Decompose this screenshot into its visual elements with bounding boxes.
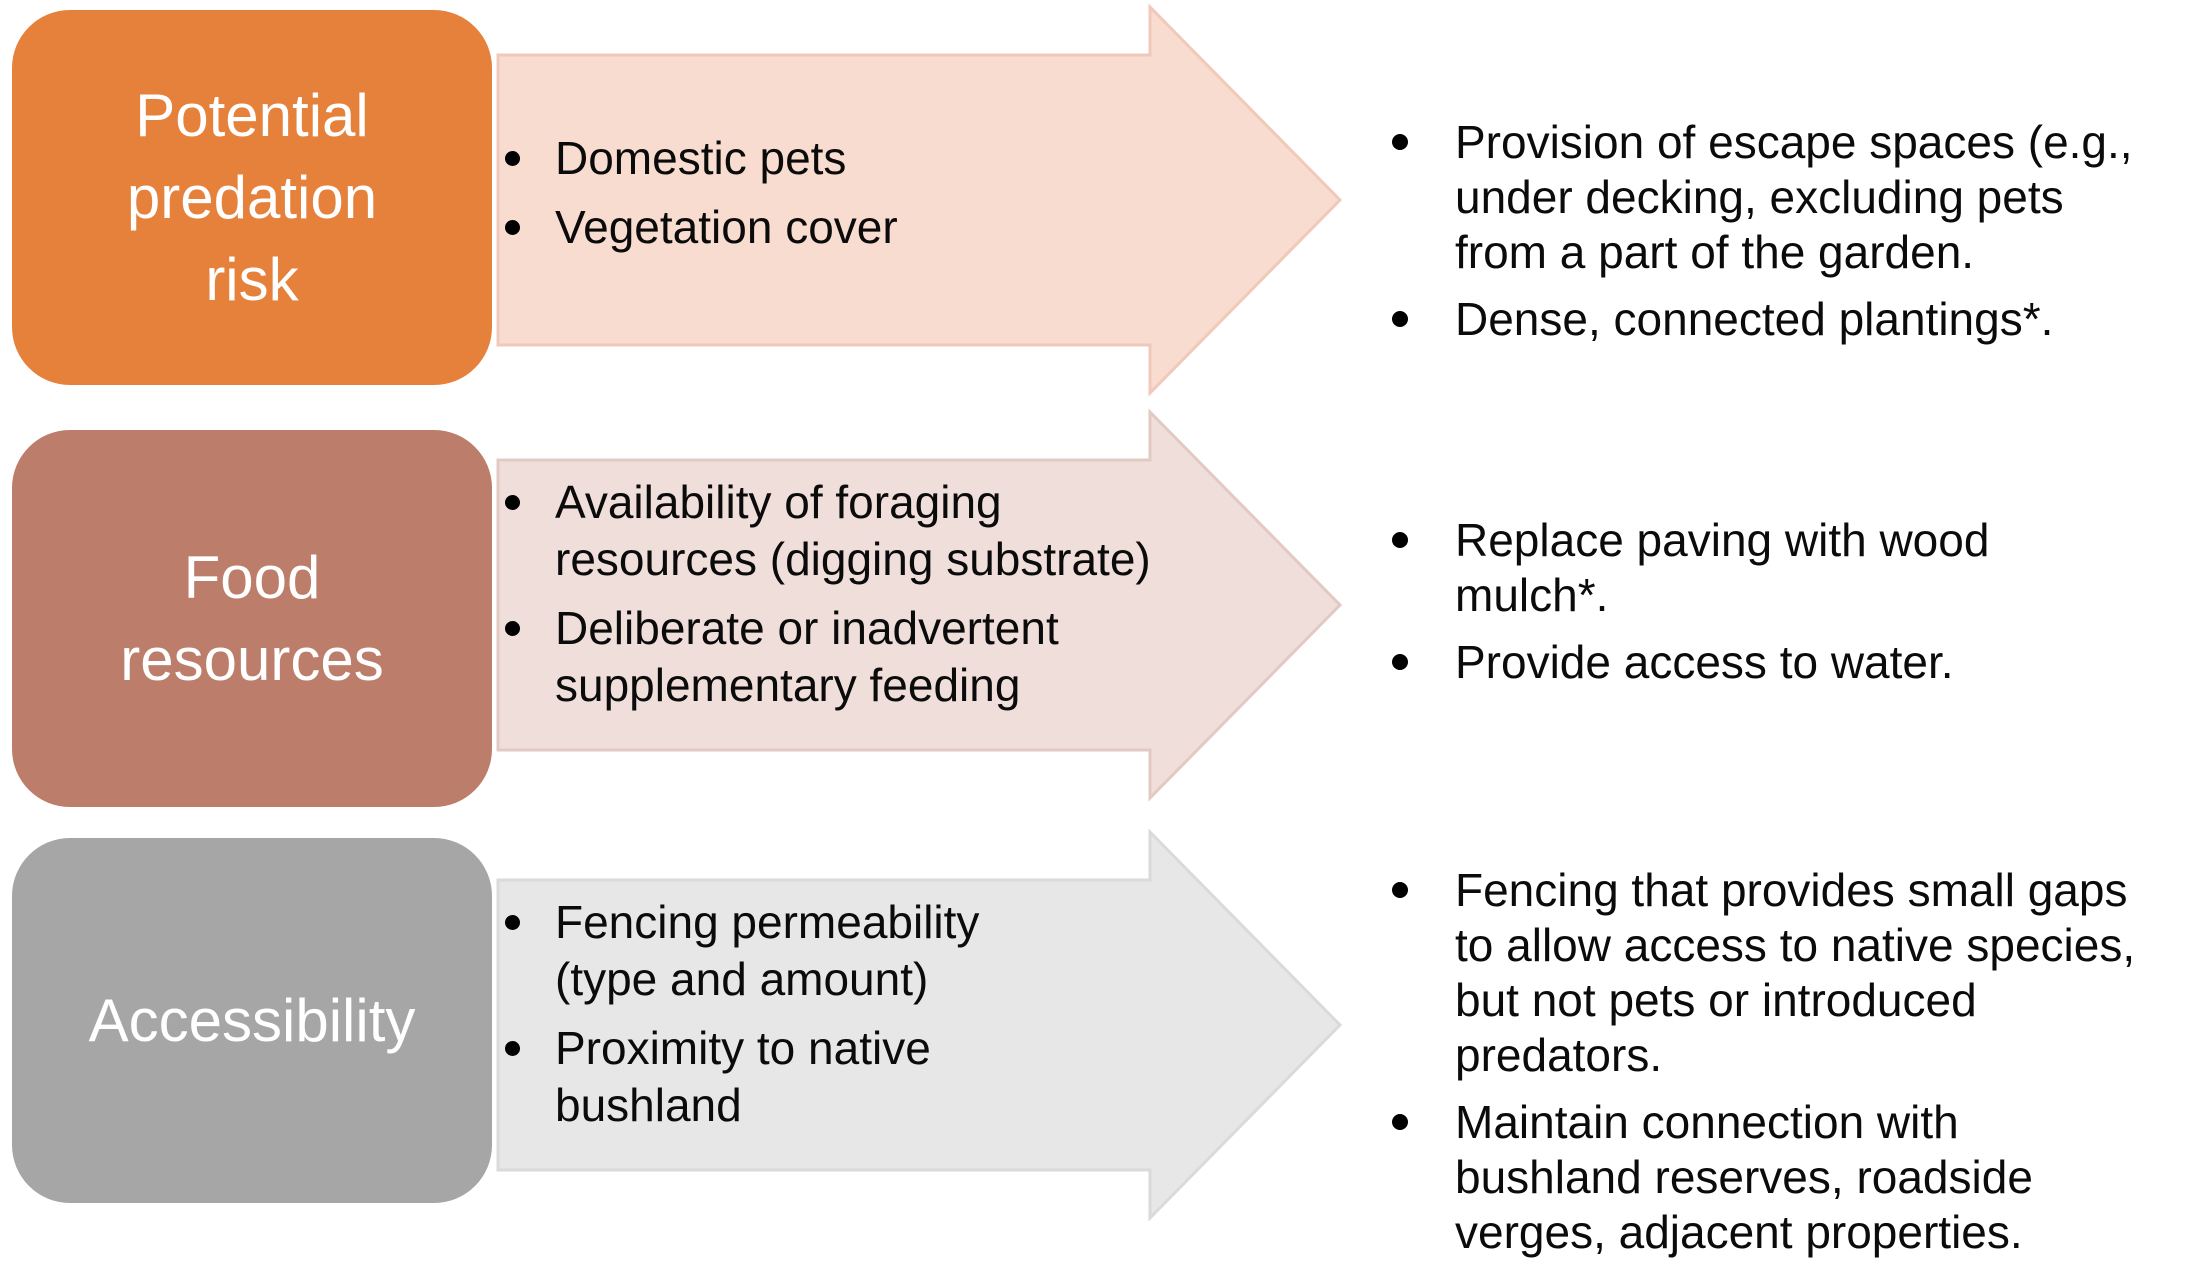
factor-item: Deliberate or inadvertent supplementary … [505,600,1165,714]
category-box-predation-risk: Potential predation risk [12,10,492,385]
category-label-accessibility: Accessibility [88,986,416,1054]
action-text: Replace paving with wood mulch*. [1455,514,1990,621]
bullet-dot [505,220,520,235]
bullet-dot [505,915,520,930]
factor-item: Availability of foraging resources (digg… [505,474,1165,588]
action-item: Fencing that provides small gaps to allo… [1392,863,2192,1083]
action-item: Maintain connection with bushland reserv… [1392,1095,2192,1260]
factor-item: Fencing permeability (type and amount) [505,894,1165,1008]
factor-text: Domestic pets [555,132,847,184]
factor-arrow-accessibility [496,828,1343,1222]
factor-list-predation-risk: Domestic pets Vegetation cover [505,130,1165,256]
bullet-dot [1392,134,1408,150]
bullet-dot [505,1041,520,1056]
action-list-accessibility: Fencing that provides small gaps to allo… [1392,863,2192,1260]
bullet-dot [505,621,520,636]
factor-text: Deliberate or inadvertent supplementary … [555,602,1059,711]
bullet-dot [1392,1114,1408,1130]
action-item: Provision of escape spaces (e.g., under … [1392,115,2192,280]
factor-text: Proximity to native bushland [555,1022,931,1131]
factor-text: Vegetation cover [555,201,898,253]
factor-item: Vegetation cover [505,199,1165,256]
action-text: Maintain connection with bushland reserv… [1455,1096,2033,1258]
factor-item: Proximity to native bushland [505,1020,1165,1134]
category-label-predation-risk: Potential predation risk [126,81,378,313]
category-label-food-resources: Food resources [120,543,384,693]
action-text: Provide access to water. [1455,636,1954,688]
bullet-dot [1392,882,1408,898]
action-list-predation-risk: Provision of escape spaces (e.g., under … [1392,115,2192,347]
factor-text: Fencing permeability (type and amount) [555,896,980,1005]
action-item: Provide access to water. [1392,635,2192,690]
action-item: Replace paving with wood mulch*. [1392,513,2192,623]
action-item: Dense, connected plantings*. [1392,292,2192,347]
category-box-accessibility: Accessibility [12,838,492,1203]
bullet-dot [1392,311,1408,327]
factor-item: Domestic pets [505,130,1165,187]
bullet-dot [1392,654,1408,670]
category-box-food-resources: Food resources [12,430,492,807]
action-text: Fencing that provides small gaps to allo… [1455,864,2136,1081]
bullet-dot [505,151,520,166]
bullet-dot [505,495,520,510]
action-list-food-resources: Replace paving with wood mulch*. Provide… [1392,513,2192,690]
factor-list-food-resources: Availability of foraging resources (digg… [505,474,1165,714]
action-text: Dense, connected plantings*. [1455,293,2054,345]
factor-arrow-food-resources [496,408,1343,802]
factor-text: Availability of foraging resources (digg… [555,476,1151,585]
factor-list-accessibility: Fencing permeability (type and amount) P… [505,894,1165,1134]
factor-arrow-predation-risk [496,3,1343,397]
bullet-dot [1392,532,1408,548]
action-text: Provision of escape spaces (e.g., under … [1455,116,2133,278]
